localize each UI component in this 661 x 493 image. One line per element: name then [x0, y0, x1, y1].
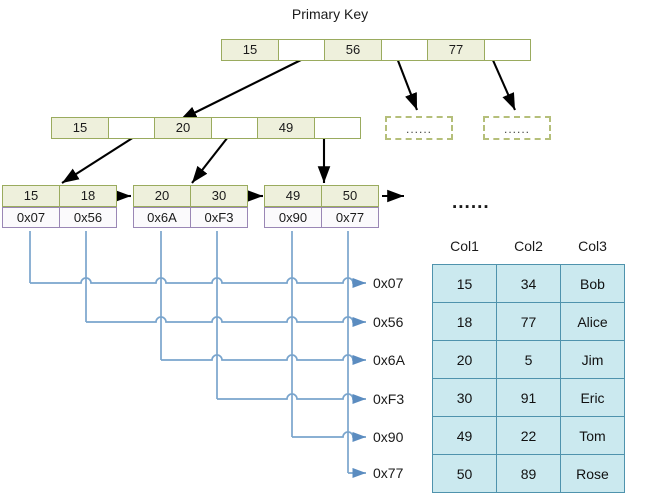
- pointer-label-3: 0xF3: [373, 391, 405, 407]
- table-header-col3: Col3: [578, 238, 607, 254]
- root-cell-ptr-0[interactable]: [278, 39, 325, 61]
- internal-cell-ptr-0[interactable]: [108, 117, 155, 139]
- leaf-1-pointer-row: 0x07 0x56: [2, 207, 117, 228]
- cell-r1-c0: 18: [432, 302, 497, 341]
- table-row[interactable]: 50 89 Rose: [432, 454, 625, 493]
- root-cell-key-0[interactable]: 15: [221, 39, 279, 61]
- pointer-wire-bundle: [29, 231, 366, 479]
- leaf-1-key-1[interactable]: 18: [59, 185, 117, 207]
- continuation-ellipsis: ......: [452, 192, 490, 213]
- pointer-label-4: 0x90: [373, 429, 404, 445]
- table-row[interactable]: 49 22 Tom: [432, 416, 625, 455]
- leaf-2-key-row: 20 30: [133, 185, 248, 207]
- leaf-3-key-1[interactable]: 50: [321, 185, 379, 207]
- leaf-node-3: 49 50 0x90 0x77: [264, 185, 379, 228]
- page-title: Primary Key: [291, 6, 369, 22]
- leaf-2-pointer-0[interactable]: 0x6A: [133, 207, 191, 228]
- cell-r0-c2: Bob: [560, 264, 625, 303]
- internal-cell-key-2[interactable]: 49: [257, 117, 315, 139]
- record-table: 15 34 Bob 18 77 Alice 20 5 Jim 30 91 Eri…: [432, 264, 625, 493]
- root-cell-ptr-2[interactable]: [484, 39, 531, 61]
- leaf-3-key-row: 49 50: [264, 185, 379, 207]
- leaf-1-key-row: 15 18: [2, 185, 117, 207]
- leaf-3-pointer-1[interactable]: 0x77: [321, 207, 379, 228]
- root-to-placeholder2-arrow: [491, 57, 516, 111]
- leaf-2-pointer-1[interactable]: 0xF3: [190, 207, 248, 228]
- internal-to-leaf1-arrow: [61, 136, 135, 184]
- table-row[interactable]: 18 77 Alice: [432, 302, 625, 341]
- leaf-node-2: 20 30 0x6A 0xF3: [133, 185, 248, 228]
- cell-r3-c0: 30: [432, 378, 497, 417]
- leaf-3-pointer-0[interactable]: 0x90: [264, 207, 322, 228]
- cell-r3-c2: Eric: [560, 378, 625, 417]
- cell-r0-c1: 34: [496, 264, 561, 303]
- leaf-2-key-1[interactable]: 30: [190, 185, 248, 207]
- pointer-label-5: 0x77: [373, 465, 404, 481]
- placeholder-node-1: ......: [385, 116, 453, 140]
- cell-r2-c2: Jim: [560, 340, 625, 379]
- table-header-col2: Col2: [514, 238, 543, 254]
- root-cell-key-1[interactable]: 56: [324, 39, 382, 61]
- leaf-node-1: 15 18 0x07 0x56: [2, 185, 117, 228]
- table-row[interactable]: 15 34 Bob: [432, 264, 625, 303]
- cell-r4-c1: 22: [496, 416, 561, 455]
- leaf-3-key-0[interactable]: 49: [264, 185, 322, 207]
- pointer-label-2: 0x6A: [373, 352, 405, 368]
- cell-r1-c2: Alice: [560, 302, 625, 341]
- leaf-1-pointer-0[interactable]: 0x07: [2, 207, 60, 228]
- internal-cell-key-0[interactable]: 15: [51, 117, 109, 139]
- leaf-2-key-0[interactable]: 20: [133, 185, 191, 207]
- placeholder-node-2: ......: [483, 116, 551, 140]
- leaf-1-key-0[interactable]: 15: [2, 185, 60, 207]
- root-to-internal-arrow: [179, 57, 306, 121]
- cell-r3-c1: 91: [496, 378, 561, 417]
- leaf-1-pointer-1[interactable]: 0x56: [59, 207, 117, 228]
- leaf-3-pointer-row: 0x90 0x77: [264, 207, 379, 228]
- pointer-label-0: 0x07: [373, 275, 404, 291]
- table-row[interactable]: 20 5 Jim: [432, 340, 625, 379]
- internal-cell-ptr-2[interactable]: [314, 117, 361, 139]
- internal-to-leaf2-arrow: [191, 136, 229, 184]
- cell-r5-c1: 89: [496, 454, 561, 493]
- internal-cell-key-1[interactable]: 20: [154, 117, 212, 139]
- leaf-2-pointer-row: 0x6A 0xF3: [133, 207, 248, 228]
- cell-r5-c2: Rose: [560, 454, 625, 493]
- root-node: 15 56 77: [221, 39, 531, 61]
- cell-r5-c0: 50: [432, 454, 497, 493]
- cell-r1-c1: 77: [496, 302, 561, 341]
- table-header-col1: Col1: [450, 238, 479, 254]
- cell-r2-c0: 20: [432, 340, 497, 379]
- cell-r2-c1: 5: [496, 340, 561, 379]
- pointer-label-1: 0x56: [373, 314, 404, 330]
- internal-cell-ptr-1[interactable]: [211, 117, 258, 139]
- table-row[interactable]: 30 91 Eric: [432, 378, 625, 417]
- cell-r0-c0: 15: [432, 264, 497, 303]
- internal-node: 15 20 49: [51, 117, 361, 139]
- record-table-body: 15 34 Bob 18 77 Alice 20 5 Jim 30 91 Eri…: [432, 264, 625, 493]
- cell-r4-c0: 49: [432, 416, 497, 455]
- root-to-placeholder1-arrow: [396, 57, 418, 111]
- root-cell-key-2[interactable]: 77: [427, 39, 485, 61]
- root-cell-ptr-1[interactable]: [381, 39, 428, 61]
- cell-r4-c2: Tom: [560, 416, 625, 455]
